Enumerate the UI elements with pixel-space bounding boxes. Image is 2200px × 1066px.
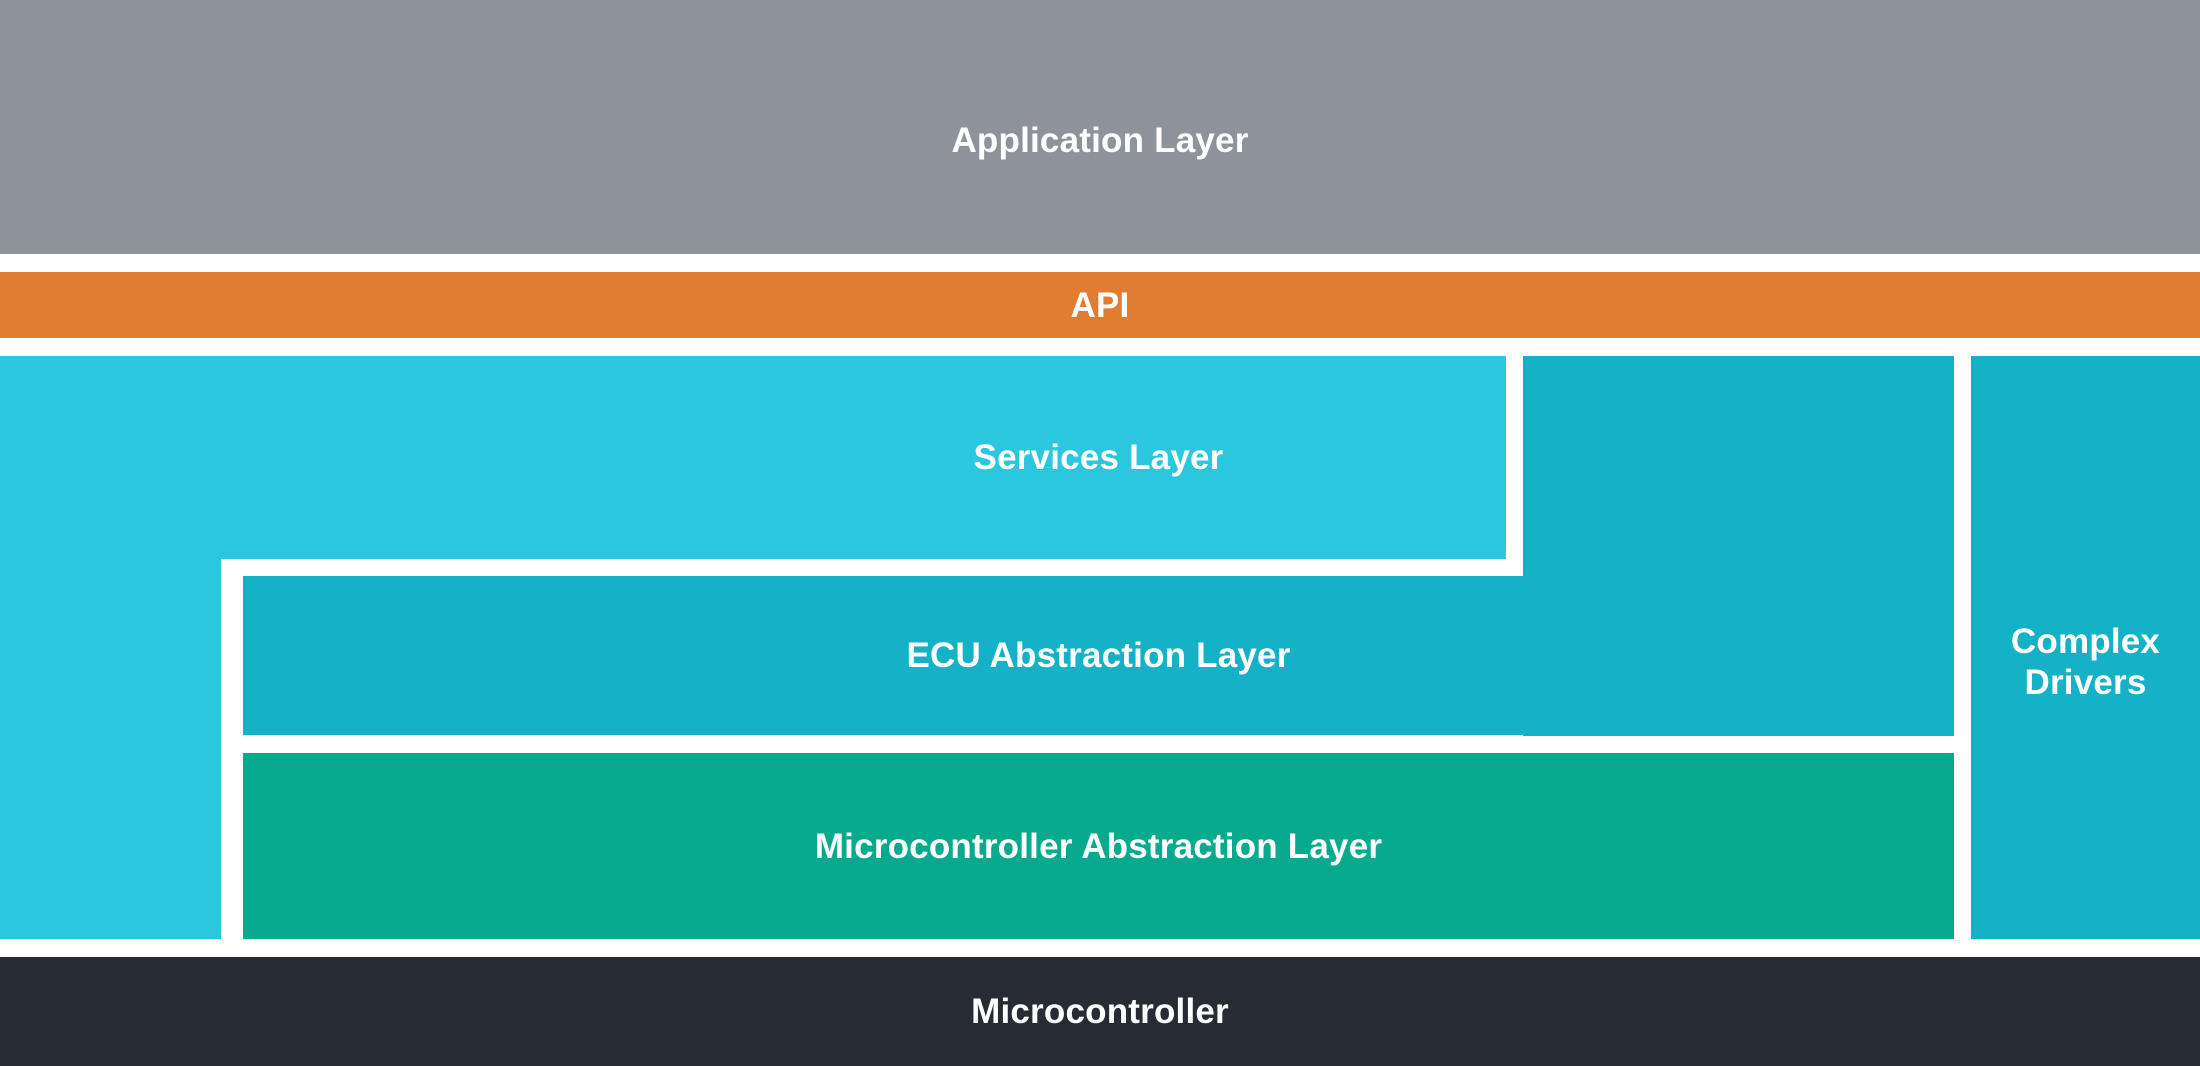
ecu-abstraction-layer-block xyxy=(243,576,1954,735)
services-layer-block xyxy=(0,356,1506,559)
application-layer-block xyxy=(0,0,2200,254)
microcontroller-abstraction-layer-block xyxy=(243,753,1954,939)
services-layer-left-column xyxy=(0,356,221,939)
microcontroller-block xyxy=(0,957,2200,1066)
api-bar-block xyxy=(0,272,2200,338)
complex-drivers-block xyxy=(1971,356,2200,939)
